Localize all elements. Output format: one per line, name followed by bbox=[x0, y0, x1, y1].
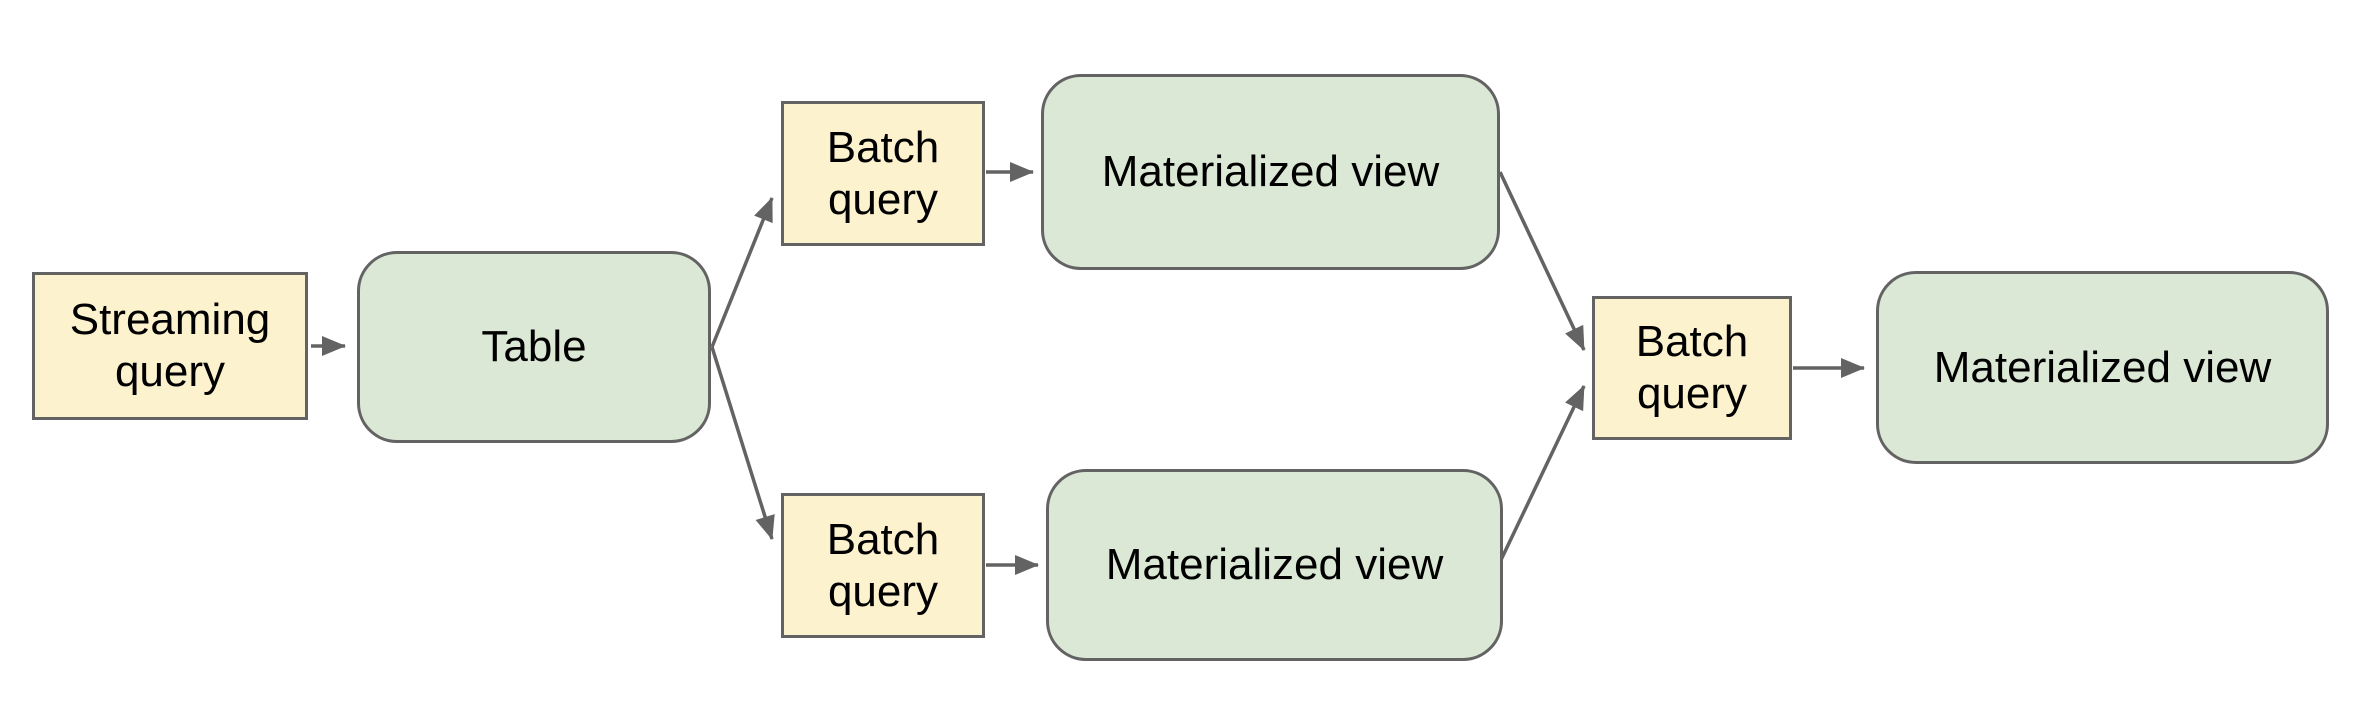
edge-table-to-batch-query-bottom bbox=[710, 346, 775, 540]
node-table: Table bbox=[357, 251, 711, 443]
node-batch-query-bottom-label: Batch query bbox=[826, 514, 940, 616]
node-materialized-view-bottom-label: Materialized view bbox=[1105, 540, 1444, 590]
node-batch-query-right-label: Batch query bbox=[1635, 317, 1749, 418]
node-batch-query-top-label: Batch query bbox=[826, 122, 940, 224]
node-materialized-view-right-label: Materialized view bbox=[1933, 342, 2272, 392]
node-materialized-view-bottom: Materialized view bbox=[1046, 469, 1503, 661]
node-batch-query-top: Batch query bbox=[781, 101, 985, 246]
node-materialized-view-top-label: Materialized view bbox=[1101, 147, 1440, 197]
edge-mv-bottom-to-batch-query-right bbox=[1498, 385, 1586, 563]
edge-mv-top-to-batch-query-right bbox=[1498, 171, 1586, 351]
node-materialized-view-top: Materialized view bbox=[1041, 74, 1500, 270]
node-batch-query-right: Batch query bbox=[1592, 296, 1792, 440]
node-batch-query-bottom: Batch query bbox=[781, 493, 985, 638]
edge-table-to-batch-query-top bbox=[710, 197, 774, 348]
node-streaming-query: Streaming query bbox=[32, 272, 308, 420]
node-streaming-query-label: Streaming query bbox=[69, 295, 271, 396]
node-materialized-view-right: Materialized view bbox=[1876, 271, 2329, 464]
node-table-label: Table bbox=[481, 322, 587, 372]
